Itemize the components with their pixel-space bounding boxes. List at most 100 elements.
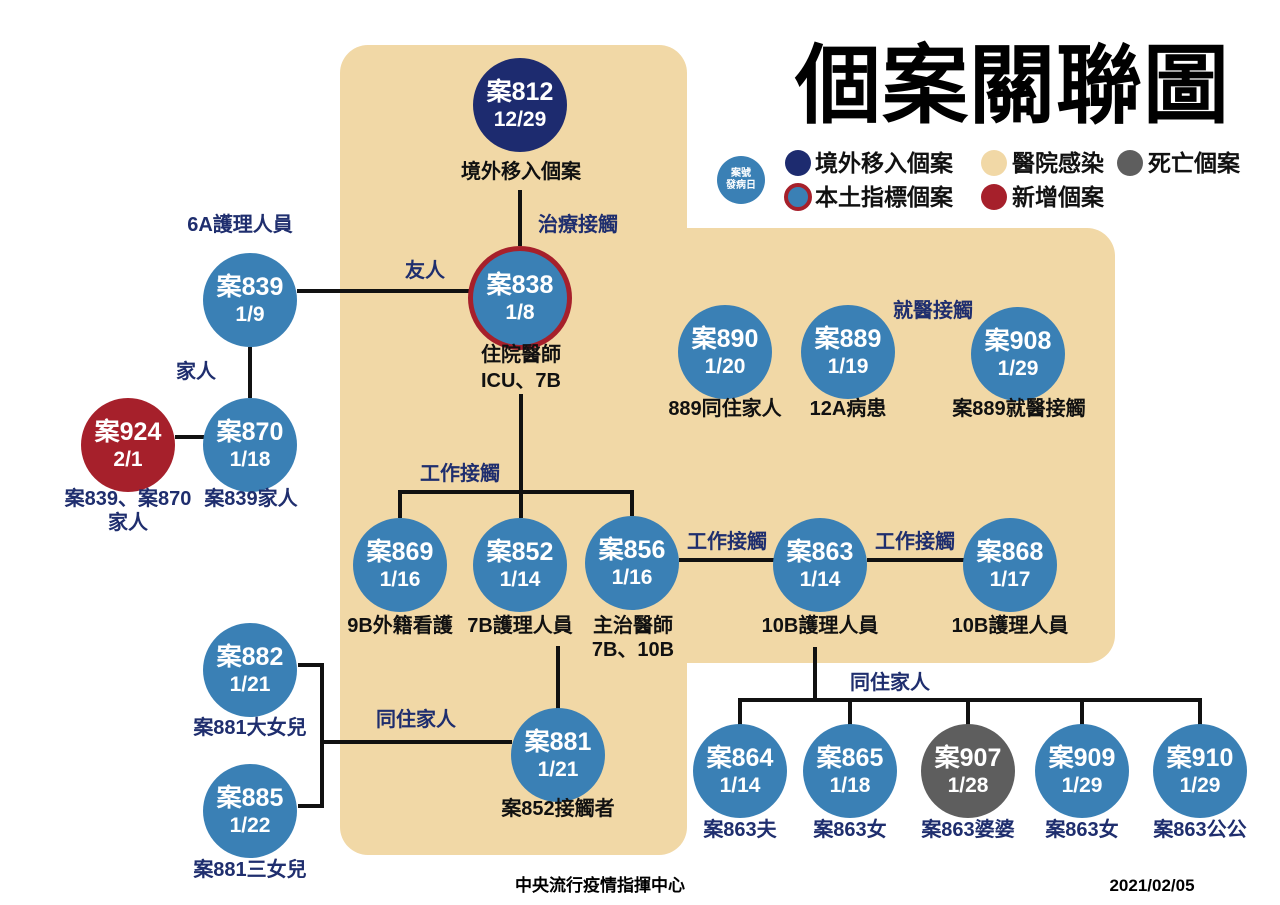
case-838-node: 案838 1/8 <box>468 246 572 350</box>
case-890-note: 889同住家人 <box>668 398 782 420</box>
case-number: 案869 <box>366 538 434 566</box>
case-number: 案868 <box>976 538 1044 566</box>
relation-label-838-work: 工作接觸 <box>420 463 500 485</box>
onset-date: 1/29 <box>1061 774 1103 797</box>
case-839-node: 案839 1/9 <box>203 253 297 347</box>
legend-index-label: 本土指標個案 <box>815 184 953 210</box>
case-909-node: 案909 1/29 <box>1035 724 1129 818</box>
edge-881-daughters-bracket <box>298 663 324 808</box>
case-863-node: 案863 1/14 <box>773 518 867 612</box>
legend-hospital-dot <box>981 150 1007 176</box>
legend-imported-dot <box>785 150 811 176</box>
onset-date: 1/20 <box>704 355 746 378</box>
case-924-note-line2: 家人 <box>108 512 148 534</box>
case-838-note-line1: 住院醫師 <box>481 344 561 366</box>
relation-label-812-838: 治療接觸 <box>538 214 618 236</box>
case-885-note: 案881三女兒 <box>193 859 307 881</box>
case-865-node: 案865 1/18 <box>803 724 897 818</box>
case-838-note-line2: ICU、7B <box>480 370 562 392</box>
case-865-note: 案863女 <box>813 819 887 841</box>
case-924-node: 案924 2/1 <box>81 398 175 492</box>
case-number: 案910 <box>1166 744 1234 772</box>
case-869-node: 案869 1/16 <box>353 518 447 612</box>
case-870-note: 案839家人 <box>204 488 298 510</box>
legend-sample-case: 案號 <box>731 168 751 179</box>
case-868-node: 案868 1/17 <box>963 518 1057 612</box>
case-864-note: 案863夫 <box>703 819 777 841</box>
case-number: 案924 <box>94 418 162 446</box>
case-882-node: 案882 1/21 <box>203 623 297 717</box>
onset-date: 1/16 <box>379 568 421 591</box>
legend-hospital-label: 醫院感染 <box>1012 150 1104 176</box>
case-number: 案812 <box>486 78 554 106</box>
relation-label-839-870: 家人 <box>176 361 216 383</box>
case-number: 案881 <box>524 728 592 756</box>
case-856-note-line1: 主治醫師 <box>593 615 673 637</box>
onset-date: 1/17 <box>989 568 1031 591</box>
case-881-note: 案852接觸者 <box>501 798 615 820</box>
case-869-note: 9B外籍看護 <box>347 615 453 637</box>
legend-new-label: 新增個案 <box>1012 184 1104 210</box>
case-852-note: 7B護理人員 <box>467 615 573 637</box>
onset-date: 1/14 <box>499 568 541 591</box>
case-number: 案909 <box>1048 744 1116 772</box>
case-924-note-line1: 案839、案870 <box>64 488 192 510</box>
onset-date: 1/19 <box>827 355 869 378</box>
case-number: 案908 <box>984 327 1052 355</box>
case-864-node: 案864 1/14 <box>693 724 787 818</box>
case-863-note: 10B護理人員 <box>761 615 879 637</box>
case-number: 案838 <box>486 271 554 299</box>
case-856-node: 案856 1/16 <box>585 516 679 610</box>
legend-index-dot <box>784 183 812 211</box>
onset-date: 1/28 <box>947 774 989 797</box>
case-number: 案890 <box>691 325 759 353</box>
relation-label-839-838: 友人 <box>405 260 445 282</box>
case-868-note: 10B護理人員 <box>951 615 1069 637</box>
case-870-node: 案870 1/18 <box>203 398 297 492</box>
legend-death-dot <box>1117 150 1143 176</box>
onset-date: 1/9 <box>235 303 265 326</box>
case-number: 案865 <box>816 744 884 772</box>
case-839-note: 6A護理人員 <box>187 214 293 236</box>
case-908-note: 案889就醫接觸 <box>952 398 1086 420</box>
footer-date: 2021/02/05 <box>1109 876 1195 895</box>
relation-label-889-908: 就醫接觸 <box>893 300 973 322</box>
case-812-node: 案812 12/29 <box>473 58 567 152</box>
relation-label-863-family: 同住家人 <box>850 672 930 694</box>
case-885-node: 案885 1/22 <box>203 764 297 858</box>
onset-date: 2/1 <box>113 448 143 471</box>
onset-date: 12/29 <box>493 108 547 131</box>
case-881-node: 案881 1/21 <box>511 708 605 802</box>
case-890-node: 案890 1/20 <box>678 305 772 399</box>
case-number: 案882 <box>216 643 284 671</box>
legend-imported-label: 境外移入個案 <box>815 150 953 176</box>
onset-date: 1/22 <box>229 814 271 837</box>
relation-label-881-family: 同住家人 <box>376 709 456 731</box>
case-number: 案870 <box>216 418 284 446</box>
onset-date: 1/16 <box>611 566 653 589</box>
onset-date: 1/18 <box>829 774 871 797</box>
onset-date: 1/21 <box>229 673 271 696</box>
case-909-note: 案863女 <box>1045 819 1119 841</box>
page-title: 個案關聯圖 <box>795 38 1230 134</box>
case-910-node: 案910 1/29 <box>1153 724 1247 818</box>
legend-sample-node: 案號 發病日 <box>717 156 765 204</box>
case-908-node: 案908 1/29 <box>971 307 1065 401</box>
relation-label-863-868: 工作接觸 <box>875 531 955 553</box>
case-number: 案863 <box>786 538 854 566</box>
case-number: 案864 <box>706 744 774 772</box>
case-852-node: 案852 1/14 <box>473 518 567 612</box>
case-number: 案889 <box>814 325 882 353</box>
case-907-node: 案907 1/28 <box>921 724 1015 818</box>
onset-date: 1/8 <box>505 301 535 324</box>
case-882-note: 案881大女兒 <box>193 717 307 739</box>
relation-label-856-863: 工作接觸 <box>687 531 767 553</box>
case-number: 案885 <box>216 784 284 812</box>
case-number: 案907 <box>934 744 1002 772</box>
onset-date: 1/21 <box>537 758 579 781</box>
case-number: 案856 <box>598 536 666 564</box>
onset-date: 1/29 <box>1179 774 1221 797</box>
case-889-node: 案889 1/19 <box>801 305 895 399</box>
onset-date: 1/29 <box>997 357 1039 380</box>
